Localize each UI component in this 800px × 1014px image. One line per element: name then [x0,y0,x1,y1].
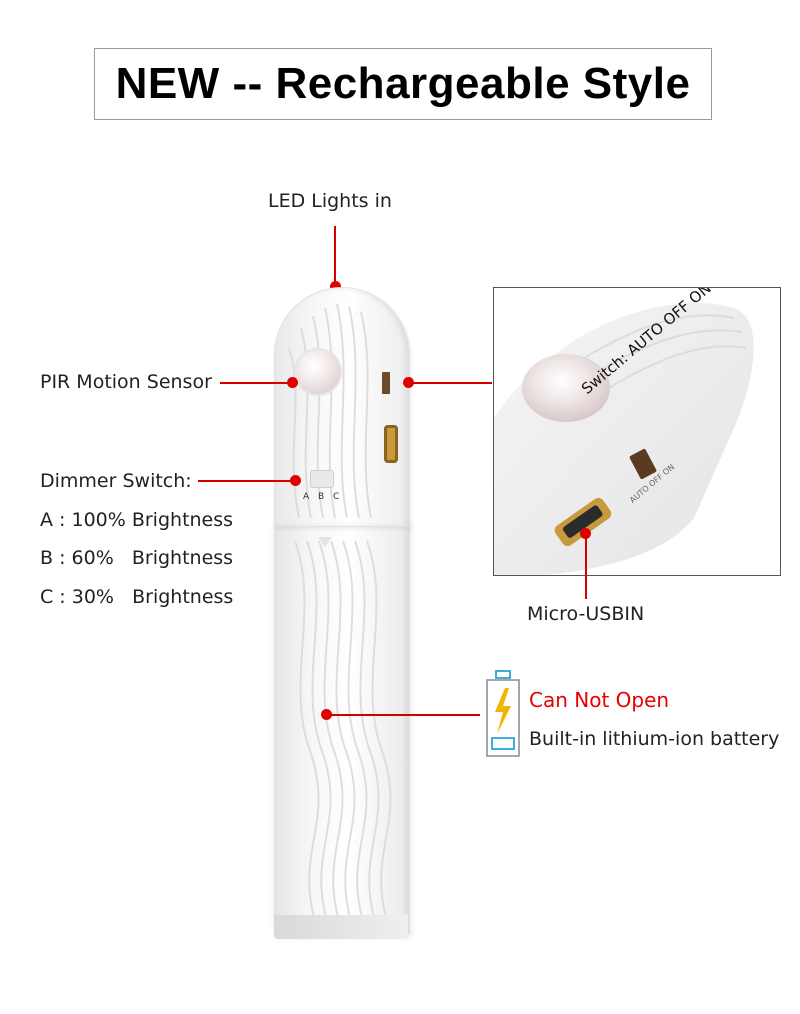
dimmer-marks: A B C [303,492,343,502]
label-dimmer-a: A : 100% Brightness [40,509,234,531]
pointer-dot-led [330,281,341,292]
micro-usb-port [384,425,398,463]
label-dimmer-b: B : 60% Brightness [40,547,234,569]
device-bottom-edge [274,915,408,939]
pointer-line-pir [220,382,292,384]
device-wave-texture [294,540,392,922]
label-can-not-open: Can Not Open [529,688,670,712]
arrow-mark-icon [318,537,332,547]
label-led-lights: LED Lights in [268,190,392,212]
pointer-dot-usb [580,528,591,539]
pointer-line-dimmer [198,480,294,482]
inset-closeup-photo: Switch: AUTO OFF ON AUTO OFF ON [493,287,781,576]
label-micro-usb: Micro-USBIN [527,603,645,625]
pointer-line-usb [585,535,587,599]
inset-device-closeup [494,302,754,575]
device-top [274,287,410,527]
device-top-wave-texture [288,303,372,519]
label-pir-sensor: PIR Motion Sensor [40,371,212,393]
device-body [274,520,410,934]
pointer-dot-battery [321,709,332,720]
pointer-line-battery [330,714,480,716]
pointer-line-led [334,226,336,288]
pointer-dot-dimmer [290,475,301,486]
pointer-dot-switch [403,377,414,388]
pir-sensor-lens [296,350,340,394]
page-title: NEW -- Rechargeable Style [115,59,691,108]
title-box: NEW -- Rechargeable Style [94,48,712,120]
pointer-dot-pir [287,377,298,388]
pointer-line-switch [412,382,492,384]
dimmer-switch[interactable] [310,470,334,488]
label-dimmer-c: C : 30% Brightness [40,586,234,608]
label-battery: Built-in lithium-ion battery [529,728,780,750]
battery-charging-icon [485,670,521,758]
label-dimmer-switch: Dimmer Switch: [40,470,192,492]
mode-switch[interactable] [382,372,390,394]
